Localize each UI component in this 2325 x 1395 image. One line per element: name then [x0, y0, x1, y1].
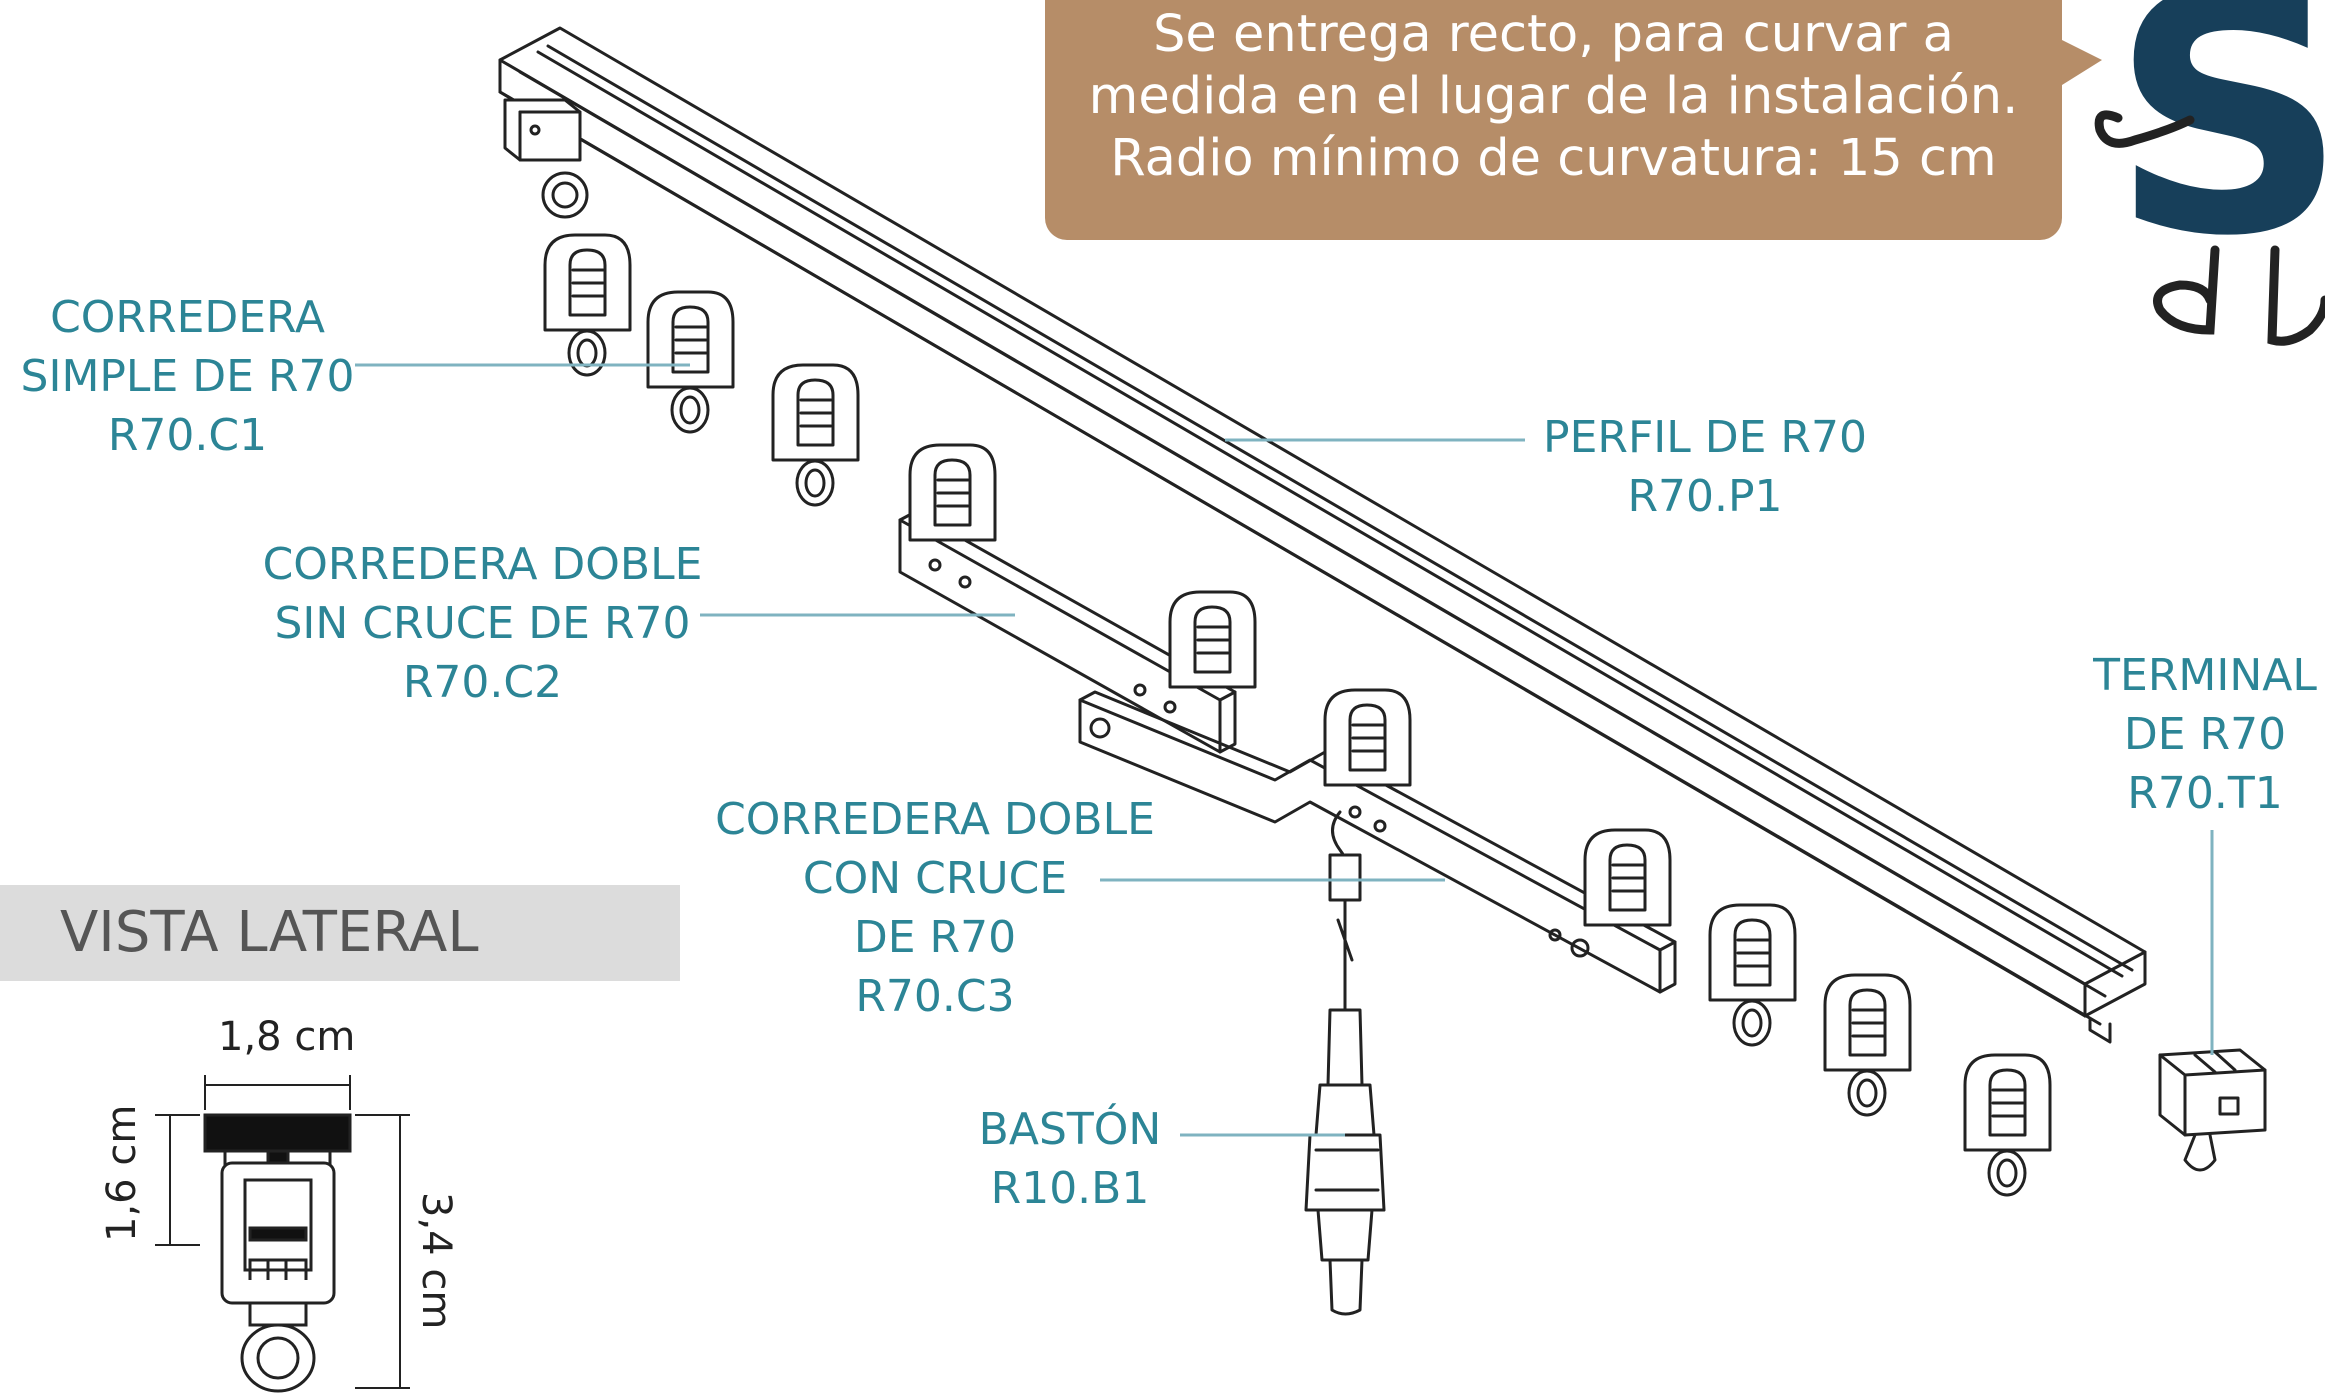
notice-bubble — [1045, 0, 2062, 240]
label-terminal: TERMINAL DE R70 R70.T1 — [2085, 646, 2325, 823]
label-line: R70.T1 — [2127, 768, 2283, 819]
label-line: DE R70 — [2123, 709, 2287, 760]
side-view-drawing — [155, 1075, 410, 1393]
rail-profile — [498, 26, 2147, 1044]
notice-line: Radio mínimo de curvatura: 15 cm — [1110, 129, 1997, 188]
label-line: PERFIL DE R70 — [1543, 412, 1867, 463]
label-line: CORREDERA DOBLE — [262, 539, 703, 590]
double-runner-cross — [1078, 688, 1677, 994]
label-corredera-doble-con-cruce: CORREDERA DOBLE CON CRUCE DE R70 R70.C3 — [715, 790, 1155, 1026]
label-corredera-doble-sin-cruce: CORREDERA DOBLE SIN CRUCE DE R70 R70.C2 — [260, 535, 705, 712]
dimension-width: 1,8 cm — [218, 1014, 356, 1060]
double-runner-no-cross — [898, 443, 1257, 754]
leader-lines — [355, 363, 2214, 1137]
notice-text: Se entrega recto, para curvar a medida e… — [1045, 4, 2062, 190]
dimension-profile-height: 1,6 cm — [99, 1104, 145, 1242]
terminal-piece — [2158, 1048, 2267, 1172]
mascot-s-icon: S — [2094, 0, 2325, 346]
label-line: TERMINAL — [2093, 650, 2317, 701]
label-line: R70.C1 — [107, 410, 268, 461]
label-line: CORREDERA — [50, 292, 325, 343]
label-line: R70.C3 — [855, 971, 1015, 1022]
side-view-header-bar — [0, 885, 680, 981]
label-line: R70.P1 — [1627, 471, 1783, 522]
label-line: CON CRUCE — [802, 853, 1068, 904]
notice-line: Se entrega recto, para curvar a — [1153, 5, 1954, 64]
bubble-tail — [2062, 40, 2102, 85]
rail-end-cap — [503, 98, 589, 219]
side-view-title: VISTA LATERAL — [60, 900, 479, 965]
label-line: DE R70 — [853, 912, 1017, 963]
label-line: CORREDERA DOBLE — [715, 794, 1155, 845]
single-runners — [543, 233, 2052, 1197]
baton — [1304, 810, 1386, 1316]
label-line: SIN CRUCE DE R70 — [274, 598, 691, 649]
dimension-total-height: 3,4 cm — [413, 1192, 459, 1330]
label-perfil: PERFIL DE R70 R70.P1 — [1540, 408, 1870, 526]
label-line: R10.B1 — [990, 1163, 1150, 1214]
label-corredera-simple: CORREDERA SIMPLE DE R70 R70.C1 — [15, 288, 360, 465]
label-line: SIMPLE DE R70 — [20, 351, 355, 402]
label-baston: BASTÓN R10.B1 — [960, 1100, 1180, 1218]
label-line: R70.C2 — [402, 657, 563, 708]
label-line: BASTÓN — [978, 1104, 1162, 1155]
notice-line: medida en el lugar de la instalación. — [1088, 67, 2019, 126]
